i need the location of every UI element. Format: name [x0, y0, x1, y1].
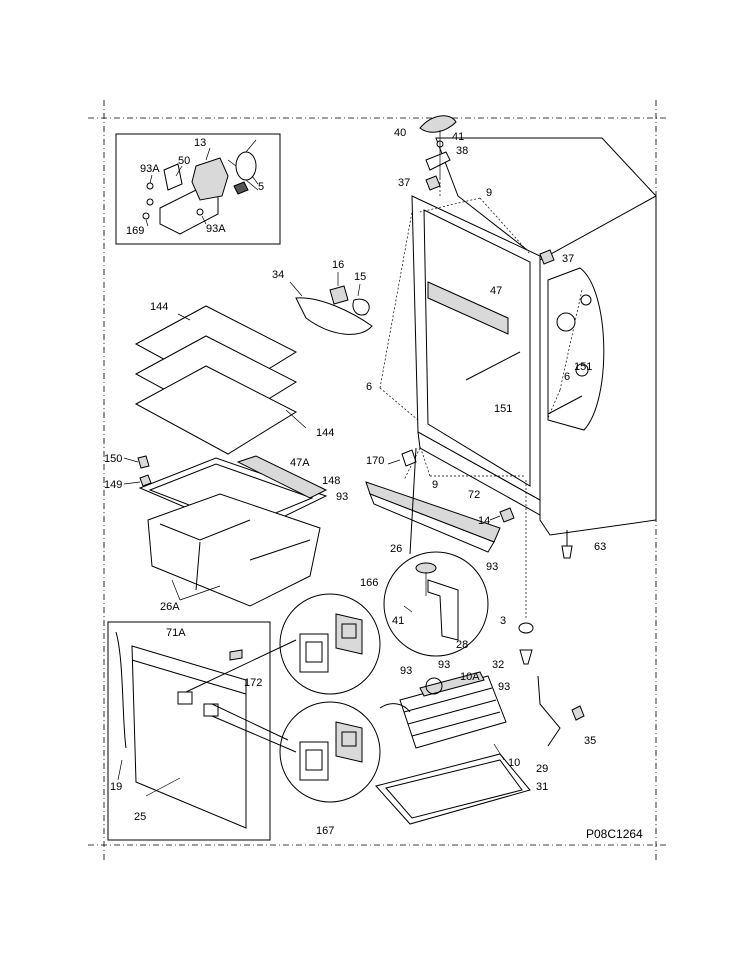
callout-50: 50 — [178, 155, 190, 167]
back-panel-inset — [107, 621, 297, 841]
callout-10: 10 — [508, 757, 520, 769]
callout-151: 151 — [494, 403, 512, 415]
diagram-code: P08C1264 — [586, 827, 643, 841]
callout-37: 37 — [562, 253, 574, 265]
callout-151: 151 — [574, 361, 592, 373]
callout-38: 38 — [456, 145, 468, 157]
callout-93a: 93A — [206, 223, 226, 235]
callout-71a: 71A — [166, 627, 186, 639]
callout-14: 14 — [478, 515, 490, 527]
switch-detail-166 — [279, 593, 381, 695]
callout-15: 15 — [354, 271, 366, 283]
callout-labels: 13 50 93A 5 169 93A 40 41 38 37 9 37 34 … — [104, 127, 643, 841]
callout-16: 16 — [332, 259, 344, 271]
callout-41: 41 — [452, 131, 464, 143]
callout-93: 93 — [498, 681, 510, 693]
callout-13: 13 — [194, 137, 206, 149]
callout-47: 47 — [490, 285, 502, 297]
callout-37: 37 — [398, 177, 410, 189]
crisper-assembly — [123, 455, 328, 607]
hinge-detail-circle — [383, 447, 489, 657]
callout-26a: 26A — [160, 601, 180, 613]
callout-25: 25 — [134, 811, 146, 823]
control-bracket — [365, 449, 515, 553]
callout-93: 93 — [400, 665, 412, 677]
callout-29: 29 — [536, 763, 548, 775]
callout-169: 169 — [126, 225, 144, 237]
callout-93: 93 — [438, 659, 450, 671]
callout-6: 6 — [366, 381, 372, 393]
evaporator-pan — [375, 671, 531, 825]
callout-167: 167 — [316, 825, 334, 837]
callout-10a: 10A — [460, 671, 480, 683]
callout-150: 150 — [104, 453, 122, 465]
callout-166: 166 — [360, 577, 378, 589]
callout-93: 93 — [486, 561, 498, 573]
callout-28: 28 — [456, 639, 468, 651]
callout-144: 144 — [150, 301, 168, 313]
callout-40: 40 — [394, 127, 406, 139]
callout-34: 34 — [272, 269, 284, 281]
callout-3: 3 — [500, 615, 506, 627]
drain-parts — [518, 622, 585, 747]
callout-93a: 93A — [140, 163, 160, 175]
callout-26: 26 — [390, 543, 402, 555]
callout-9: 9 — [486, 187, 492, 199]
callout-172: 172 — [244, 677, 262, 689]
fan-motor-inset — [115, 133, 281, 245]
callout-148: 148 — [322, 475, 340, 487]
callout-93: 93 — [336, 491, 348, 503]
light-assembly — [289, 272, 373, 335]
callout-47a: 47A — [290, 457, 310, 469]
callout-9: 9 — [432, 479, 438, 491]
callout-32: 32 — [492, 659, 504, 671]
callout-170: 170 — [366, 455, 384, 467]
callout-5: 5 — [258, 181, 264, 193]
callout-35: 35 — [584, 735, 596, 747]
callout-63: 63 — [594, 541, 606, 553]
shelves — [134, 305, 307, 455]
switch-detail-167 — [279, 701, 381, 803]
callout-149: 149 — [104, 479, 122, 491]
cabinet — [379, 115, 657, 620]
callout-41: 41 — [392, 615, 404, 627]
callout-19: 19 — [110, 781, 122, 793]
callout-144: 144 — [316, 427, 334, 439]
callout-72: 72 — [468, 489, 480, 501]
callout-31: 31 — [536, 781, 548, 793]
callout-6: 6 — [564, 371, 570, 383]
